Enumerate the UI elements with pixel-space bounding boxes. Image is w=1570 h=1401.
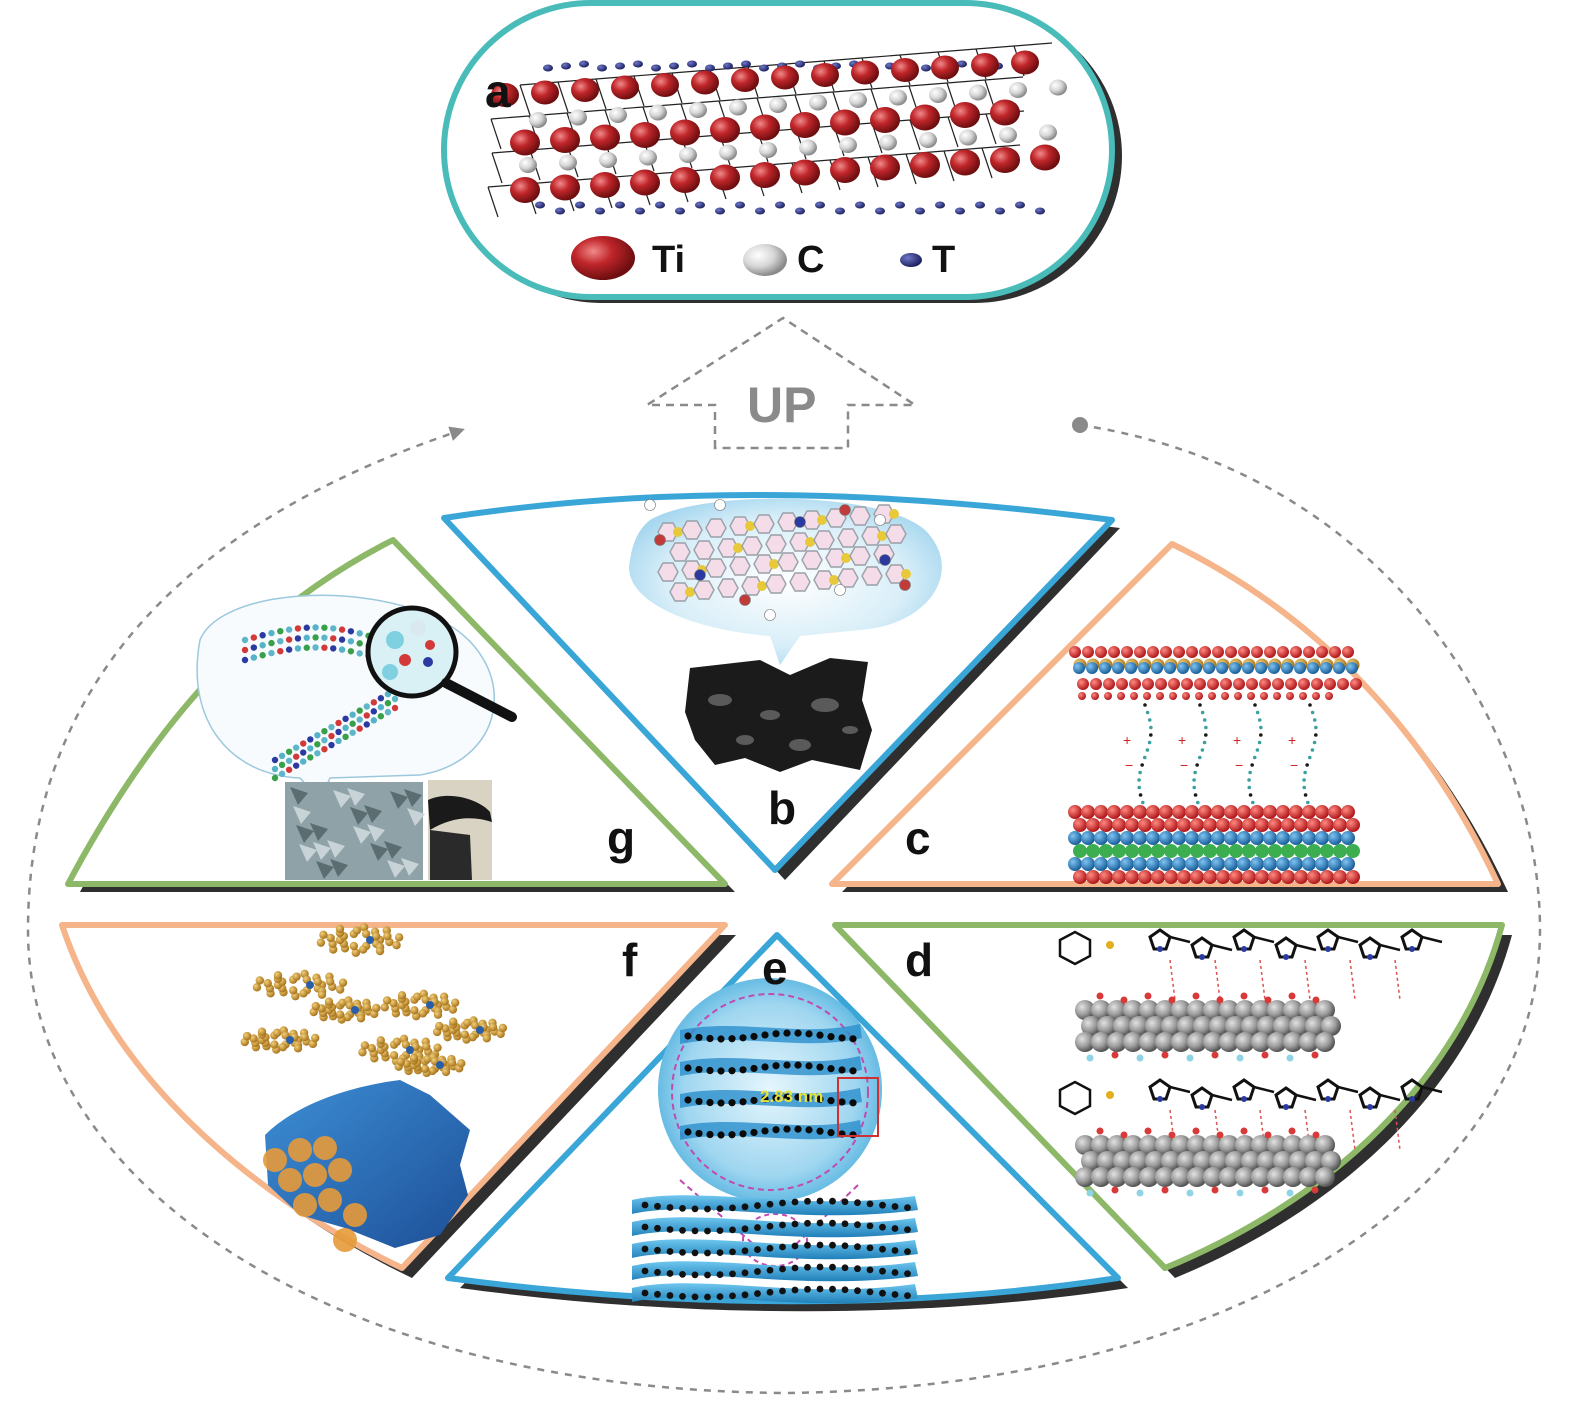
ti3c2-crystal-structure — [487, 42, 1067, 218]
panel-c: + − + − + − + − — [829, 541, 1508, 892]
svg-text:−: − — [1235, 757, 1243, 773]
svg-text:−: − — [1125, 757, 1133, 773]
panel-c-label: c — [905, 812, 931, 864]
lower-layer — [1068, 805, 1360, 884]
svg-text:+: + — [1123, 732, 1131, 748]
upper-layer — [1069, 646, 1362, 700]
grey-slab-upper — [1075, 992, 1341, 1062]
panel-g — [65, 537, 735, 892]
panel-a-label: a — [485, 65, 511, 117]
panel-d-frame — [832, 922, 1505, 1271]
up-label: UP — [747, 377, 817, 433]
up-arrow-outline — [642, 316, 920, 450]
legend-ti-sphere — [571, 236, 635, 280]
panel-d-label: d — [905, 934, 934, 986]
legend-label-c: C — [797, 239, 825, 281]
panel-b-label: b — [768, 782, 797, 834]
svg-text:−: − — [1180, 757, 1188, 773]
functionalized-lattice — [644, 499, 911, 621]
cycle-start-dot — [1072, 417, 1088, 433]
legend-label-ti: Ti — [652, 239, 686, 281]
ionic-liquid-molecules — [1058, 928, 1443, 1151]
panel-b — [441, 491, 1120, 880]
nanoparticle-clusters — [240, 923, 508, 1078]
panel-f-label: f — [622, 934, 638, 986]
svg-text:+: + — [1288, 732, 1296, 748]
panel-e — [445, 932, 1128, 1312]
legend-label-t: T — [932, 239, 956, 281]
panel-f — [59, 922, 736, 1278]
legend-c-sphere — [743, 244, 787, 276]
svg-text:−: − — [1290, 757, 1298, 773]
interlayer-spacing-label: 2.83 nm — [760, 1087, 824, 1106]
panel-g-label: g — [607, 812, 636, 864]
stacked-sheets — [632, 1195, 918, 1304]
panel-c-frame — [829, 541, 1501, 887]
svg-text:+: + — [1178, 732, 1186, 748]
panel-d — [832, 922, 1512, 1278]
svg-text:+: + — [1233, 732, 1241, 748]
panel-a — [441, 0, 1122, 303]
legend-t-sphere — [900, 253, 922, 267]
grey-slab-lower — [1075, 1127, 1341, 1197]
panel-e-label: e — [762, 942, 788, 994]
intercalated-chains: + − + − + − + − — [1123, 703, 1318, 805]
